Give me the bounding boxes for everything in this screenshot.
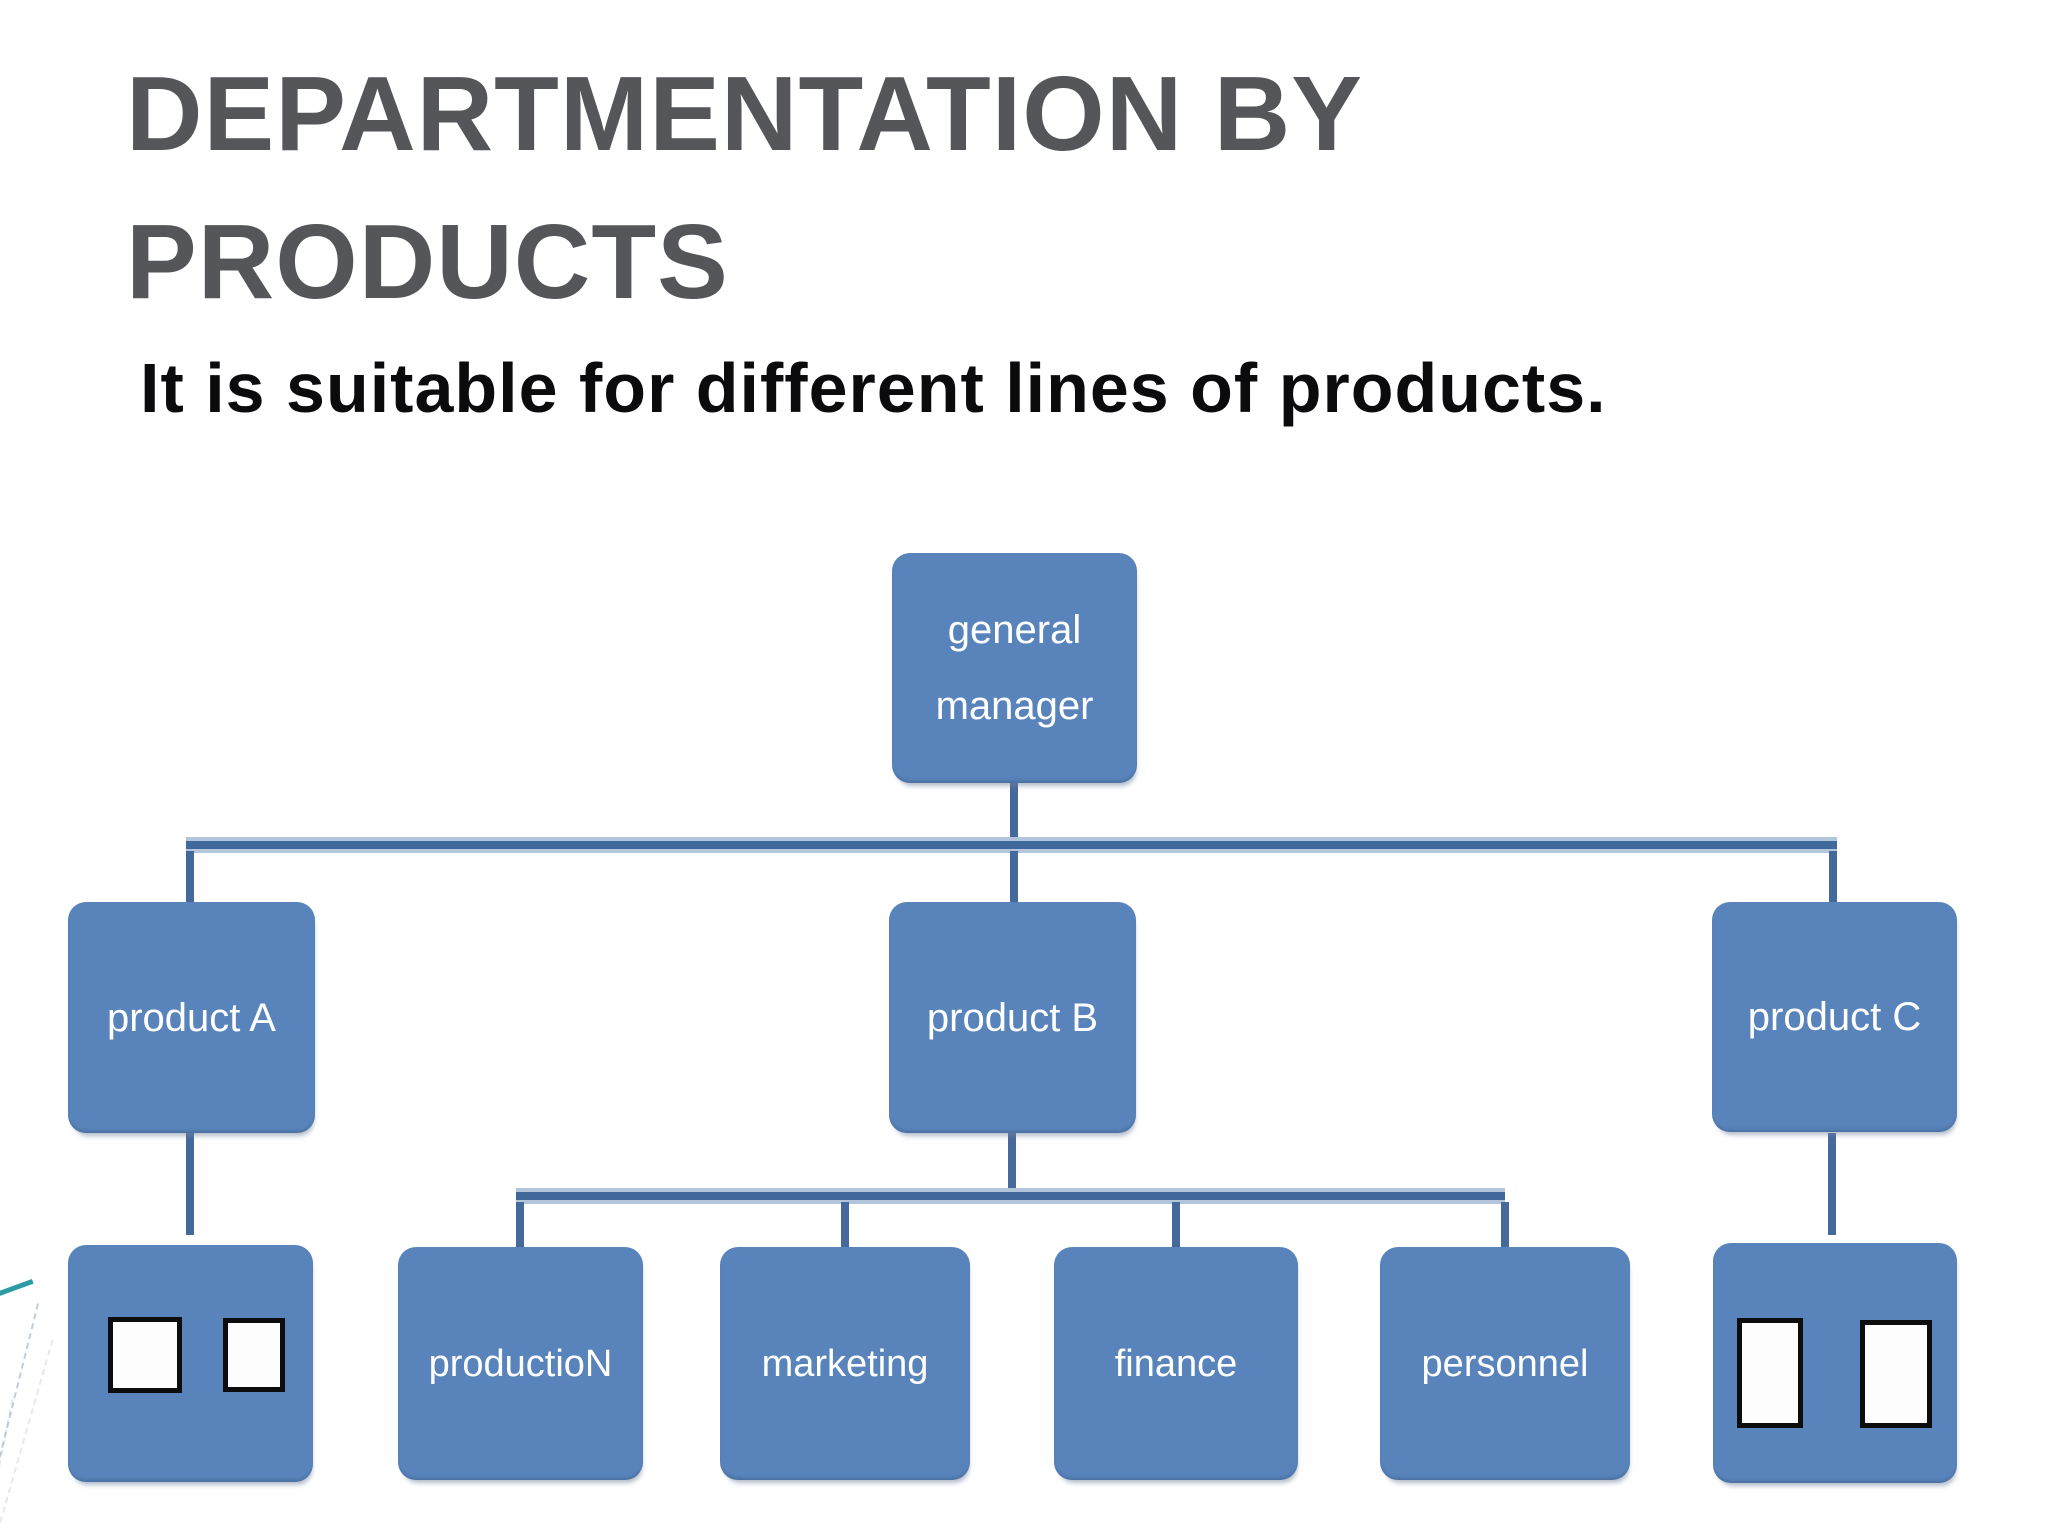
connector-product-a-down [186, 1133, 194, 1235]
slide-title-line2: PRODUCTS [126, 203, 729, 321]
product-b-label: product B [926, 995, 1099, 1040]
product-a-label: product A [106, 995, 276, 1040]
personnel-label: personnel [1421, 1342, 1589, 1385]
org-node-marketing: marketing [720, 1247, 970, 1480]
product-c-label: product C [1747, 995, 1922, 1039]
connector-mid-bar [516, 1188, 1505, 1204]
connector-drop-finance [1172, 1202, 1180, 1248]
placeholder-square-icon [223, 1318, 285, 1392]
org-node-finance: finance [1054, 1247, 1298, 1480]
slide-subtitle: It is suitable for different lines of pr… [140, 349, 1607, 427]
org-node-product-b: product B [889, 902, 1136, 1133]
teal-accent-stroke [0, 1278, 34, 1299]
production-label: productioN [428, 1342, 613, 1385]
slide-title: DEPARTMENTATION BY PRODUCTS [126, 40, 1363, 336]
connector-drop-personnel [1501, 1202, 1509, 1248]
dashed-deco-line [0, 1339, 54, 1533]
org-node-personnel: personnel [1380, 1247, 1630, 1480]
connector-drop-product-a [186, 851, 194, 905]
placeholder-rect-icon [1860, 1320, 1932, 1428]
general-manager-line2: manager [935, 684, 1094, 728]
marketing-label: marketing [761, 1342, 929, 1385]
placeholder-rect-icon [1737, 1318, 1803, 1428]
connector-drop-product-c [1829, 851, 1837, 905]
connector-product-c-down [1828, 1133, 1836, 1235]
org-node-product-c: product C [1712, 902, 1957, 1132]
org-node-product-a-child [68, 1245, 313, 1482]
general-manager-line1: general [947, 608, 1082, 652]
connector-drop-product-b [1010, 851, 1018, 905]
org-node-production: productioN [398, 1247, 643, 1480]
slide-title-line1: DEPARTMENTATION BY [126, 55, 1363, 173]
connector-gm-down [1010, 783, 1018, 843]
placeholder-square-icon [108, 1317, 182, 1393]
connector-drop-marketing [841, 1202, 849, 1248]
connector-drop-production [516, 1202, 524, 1248]
connector-product-b-down [1008, 1133, 1016, 1193]
org-node-product-a: product A [68, 902, 315, 1133]
finance-label: finance [1114, 1342, 1238, 1385]
org-node-general-manager: general manager [892, 553, 1137, 783]
org-node-product-c-child [1713, 1243, 1957, 1483]
org-node-general-manager-label: general manager [936, 592, 1094, 744]
